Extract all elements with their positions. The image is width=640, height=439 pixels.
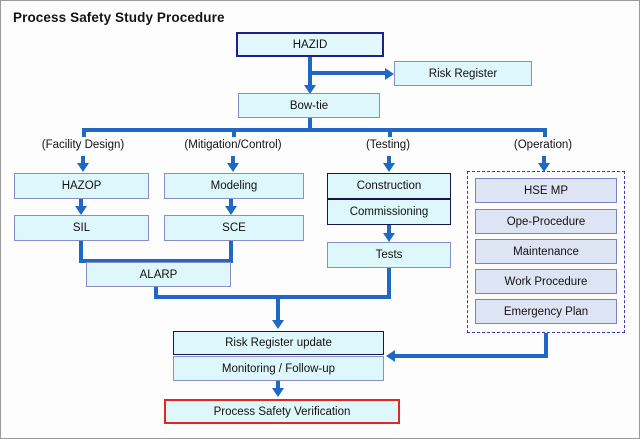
arrowhead-hazid-bowtie — [304, 85, 316, 94]
node-bowtie[interactable]: Bow-tie — [238, 93, 380, 118]
arrowhead-construction — [383, 163, 395, 172]
connector-to-hazop — [81, 156, 85, 166]
connector-to-modeling — [231, 156, 235, 166]
node-work-procedure[interactable]: Work Procedure — [475, 269, 617, 294]
arrowhead-hazop — [77, 163, 89, 172]
arrowhead-modeling — [227, 163, 239, 172]
connector-modeling-sce — [229, 199, 233, 210]
node-process-safety-verification[interactable]: Process Safety Verification — [164, 399, 400, 424]
node-sce[interactable]: SCE — [164, 215, 304, 241]
connector-to-construction — [387, 156, 391, 166]
connector-bowtie-bus — [308, 118, 312, 131]
connector-operation-feedback-left — [395, 354, 546, 358]
connector-alarp-down — [154, 287, 158, 299]
phase-label-operation: (Operation) — [513, 139, 573, 151]
connector-tests-down — [387, 268, 391, 299]
page-title: Process Safety Study Procedure — [13, 10, 225, 25]
connector-merge-bottom — [154, 295, 391, 299]
connector-sce-down — [229, 241, 233, 263]
node-maintenance[interactable]: Maintenance — [475, 239, 617, 264]
node-hazop[interactable]: HAZOP — [14, 173, 149, 199]
node-modeling[interactable]: Modeling — [164, 173, 304, 199]
connector-bus-stub-1 — [82, 128, 86, 137]
node-sil[interactable]: SIL — [14, 215, 149, 241]
connector-commissioning-tests — [387, 225, 391, 237]
node-monitoring-followup[interactable]: Monitoring / Follow-up — [173, 356, 384, 381]
connector-bus-stub-4 — [543, 128, 547, 137]
node-hse-mp[interactable]: HSE MP — [475, 178, 617, 203]
node-alarp[interactable]: ALARP — [86, 262, 231, 287]
operation-group-container — [467, 171, 625, 333]
node-emergency-plan[interactable]: Emergency Plan — [475, 299, 617, 324]
node-commissioning[interactable]: Commissioning — [327, 199, 451, 225]
connector-bus-stub-2 — [232, 128, 236, 137]
connector-to-operation-group — [542, 156, 546, 166]
arrowhead-risk-register-update — [272, 320, 284, 329]
phase-label-facility-design: (Facility Design) — [41, 139, 125, 151]
node-risk-register[interactable]: Risk Register — [394, 61, 532, 86]
arrowhead-operation-group — [538, 163, 550, 172]
connector-monitoring-verification — [276, 381, 280, 391]
connector-hazid-riskregister — [308, 71, 388, 75]
arrowhead-verification — [272, 388, 284, 397]
connector-distribution-bus — [82, 128, 547, 132]
connector-operation-feedback-down — [544, 333, 548, 358]
phase-label-testing: (Testing) — [365, 139, 411, 151]
connector-merge-to-rru — [276, 295, 280, 322]
node-ope-procedure[interactable]: Ope-Procedure — [475, 209, 617, 234]
node-tests[interactable]: Tests — [327, 242, 451, 268]
arrowhead-sil — [75, 206, 87, 215]
connector-hazop-sil — [79, 199, 83, 210]
node-risk-register-update[interactable]: Risk Register update — [173, 331, 384, 355]
node-construction[interactable]: Construction — [327, 173, 451, 199]
node-hazid[interactable]: HAZID — [236, 32, 384, 57]
connector-sil-down — [79, 241, 83, 263]
phase-label-mitigation-control: (Mitigation/Control) — [184, 139, 282, 151]
arrowhead-tests — [383, 233, 395, 242]
arrowhead-sce — [225, 206, 237, 215]
arrowhead-feedback-monitoring — [386, 350, 395, 362]
connector-bus-stub-3 — [388, 128, 392, 137]
arrowhead-riskregister — [385, 68, 394, 80]
